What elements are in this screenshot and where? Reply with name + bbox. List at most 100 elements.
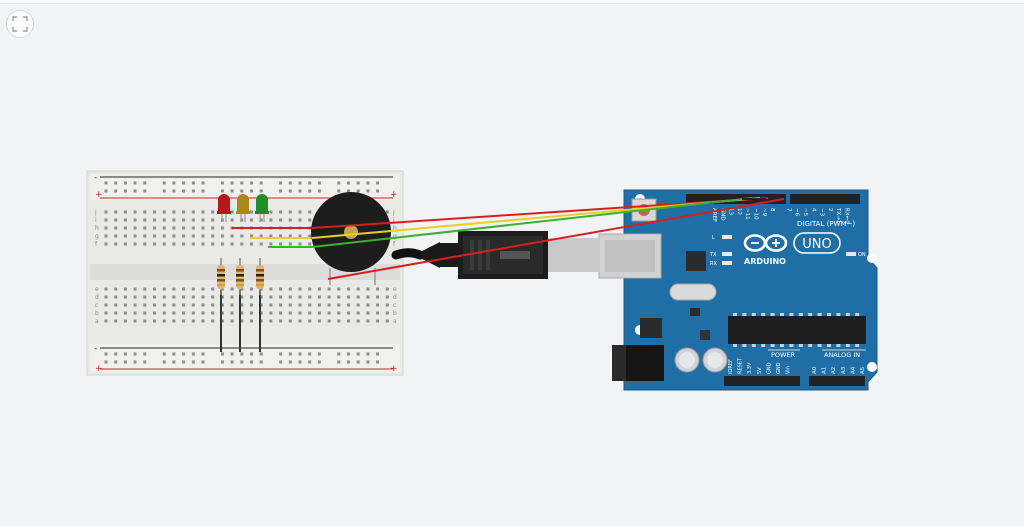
breadboard-hole[interactable] (240, 287, 244, 291)
breadboard-hole[interactable] (376, 287, 380, 291)
breadboard-hole[interactable] (308, 303, 312, 307)
breadboard-hole[interactable] (366, 360, 370, 364)
breadboard-hole[interactable] (240, 234, 244, 238)
breadboard-hole[interactable] (279, 319, 283, 323)
breadboard-hole[interactable] (133, 287, 137, 291)
breadboard-hole[interactable] (201, 210, 205, 214)
breadboard-hole[interactable] (298, 319, 302, 323)
breadboard-hole[interactable] (240, 189, 244, 193)
breadboard-hole[interactable] (172, 234, 176, 238)
breadboard-hole[interactable] (250, 319, 253, 323)
red-signal-wire[interactable] (311, 197, 769, 229)
breadboard-hole[interactable] (153, 319, 156, 323)
breadboard-hole[interactable] (191, 287, 195, 291)
breadboard-hole[interactable] (279, 234, 283, 238)
breadboard-hole[interactable] (230, 234, 234, 238)
breadboard-hole[interactable] (104, 234, 108, 238)
breadboard-hole[interactable] (191, 181, 195, 185)
breadboard-hole[interactable] (182, 181, 186, 185)
breadboard-hole[interactable] (211, 287, 215, 291)
breadboard-hole[interactable] (347, 287, 350, 291)
breadboard-hole[interactable] (347, 189, 350, 193)
breadboard-hole[interactable] (366, 181, 370, 185)
breadboard-hole[interactable] (308, 295, 312, 299)
breadboard-hole[interactable] (376, 295, 380, 299)
breadboard-hole[interactable] (123, 311, 127, 315)
breadboard-hole[interactable] (366, 287, 370, 291)
breadboard-hole[interactable] (123, 181, 127, 185)
breadboard-hole[interactable] (230, 242, 234, 246)
breadboard-hole[interactable] (172, 295, 176, 299)
breadboard-hole[interactable] (191, 218, 195, 222)
breadboard-hole[interactable] (230, 360, 234, 364)
breadboard-hole[interactable] (356, 352, 360, 356)
breadboard-hole[interactable] (104, 210, 108, 214)
breadboard-hole[interactable] (182, 303, 186, 307)
breadboard-hole[interactable] (162, 181, 166, 185)
breadboard-hole[interactable] (153, 311, 156, 315)
breadboard-hole[interactable] (104, 311, 108, 315)
breadboard-hole[interactable] (114, 226, 118, 230)
breadboard-hole[interactable] (162, 360, 166, 364)
breadboard-hole[interactable] (201, 303, 205, 307)
breadboard-hole[interactable] (288, 287, 292, 291)
breadboard-hole[interactable] (250, 234, 253, 238)
breadboard-hole[interactable] (172, 218, 176, 222)
breadboard-hole[interactable] (317, 189, 321, 193)
breadboard-hole[interactable] (269, 319, 273, 323)
breadboard-hole[interactable] (123, 360, 127, 364)
breadboard-hole[interactable] (104, 287, 108, 291)
breadboard-hole[interactable] (298, 234, 302, 238)
breadboard-hole[interactable] (308, 287, 312, 291)
breadboard-hole[interactable] (288, 311, 292, 315)
breadboard-hole[interactable] (191, 295, 195, 299)
breadboard-hole[interactable] (162, 218, 166, 222)
breadboard-hole[interactable] (279, 210, 283, 214)
breadboard-hole[interactable] (259, 189, 263, 193)
breadboard-hole[interactable] (201, 287, 205, 291)
breadboard-hole[interactable] (298, 303, 302, 307)
breadboard-hole[interactable] (327, 303, 331, 307)
breadboard-hole[interactable] (259, 218, 263, 222)
yellow-led[interactable] (236, 194, 250, 222)
breadboard-hole[interactable] (230, 303, 234, 307)
breadboard-hole[interactable] (337, 352, 341, 356)
breadboard-hole[interactable] (356, 303, 360, 307)
breadboard-hole[interactable] (230, 287, 234, 291)
breadboard-hole[interactable] (143, 218, 147, 222)
breadboard-hole[interactable] (172, 319, 176, 323)
breadboard-hole[interactable] (191, 319, 195, 323)
breadboard-hole[interactable] (172, 360, 176, 364)
breadboard-hole[interactable] (143, 311, 147, 315)
breadboard-hole[interactable] (337, 295, 341, 299)
wires-to-arduino[interactable] (311, 197, 785, 280)
breadboard-hole[interactable] (133, 218, 137, 222)
breadboard-hole[interactable] (182, 226, 186, 230)
breadboard-hole[interactable] (376, 360, 380, 364)
usb-cable[interactable] (391, 231, 600, 279)
breadboard-hole[interactable] (230, 311, 234, 315)
breadboard-hole[interactable] (162, 311, 166, 315)
breadboard-hole[interactable] (153, 234, 156, 238)
breadboard-hole[interactable] (172, 311, 176, 315)
breadboard-hole[interactable] (114, 189, 118, 193)
breadboard-hole[interactable] (269, 218, 273, 222)
breadboard-hole[interactable] (162, 210, 166, 214)
breadboard-hole[interactable] (288, 218, 292, 222)
breadboard-hole[interactable] (230, 210, 234, 214)
breadboard-hole[interactable] (259, 303, 263, 307)
breadboard-hole[interactable] (269, 303, 273, 307)
breadboard-hole[interactable] (288, 319, 292, 323)
breadboard-hole[interactable] (220, 181, 224, 185)
breadboard-hole[interactable] (337, 181, 341, 185)
breadboard-hole[interactable] (259, 311, 263, 315)
breadboard-hole[interactable] (123, 287, 127, 291)
breadboard-hole[interactable] (172, 226, 176, 230)
breadboard-hole[interactable] (191, 311, 195, 315)
breadboard-hole[interactable] (211, 226, 215, 230)
breadboard-hole[interactable] (337, 360, 341, 364)
breadboard-hole[interactable] (211, 242, 215, 246)
analog-header[interactable] (809, 376, 865, 386)
breadboard-hole[interactable] (220, 295, 224, 299)
resistor-2[interactable] (236, 258, 244, 295)
